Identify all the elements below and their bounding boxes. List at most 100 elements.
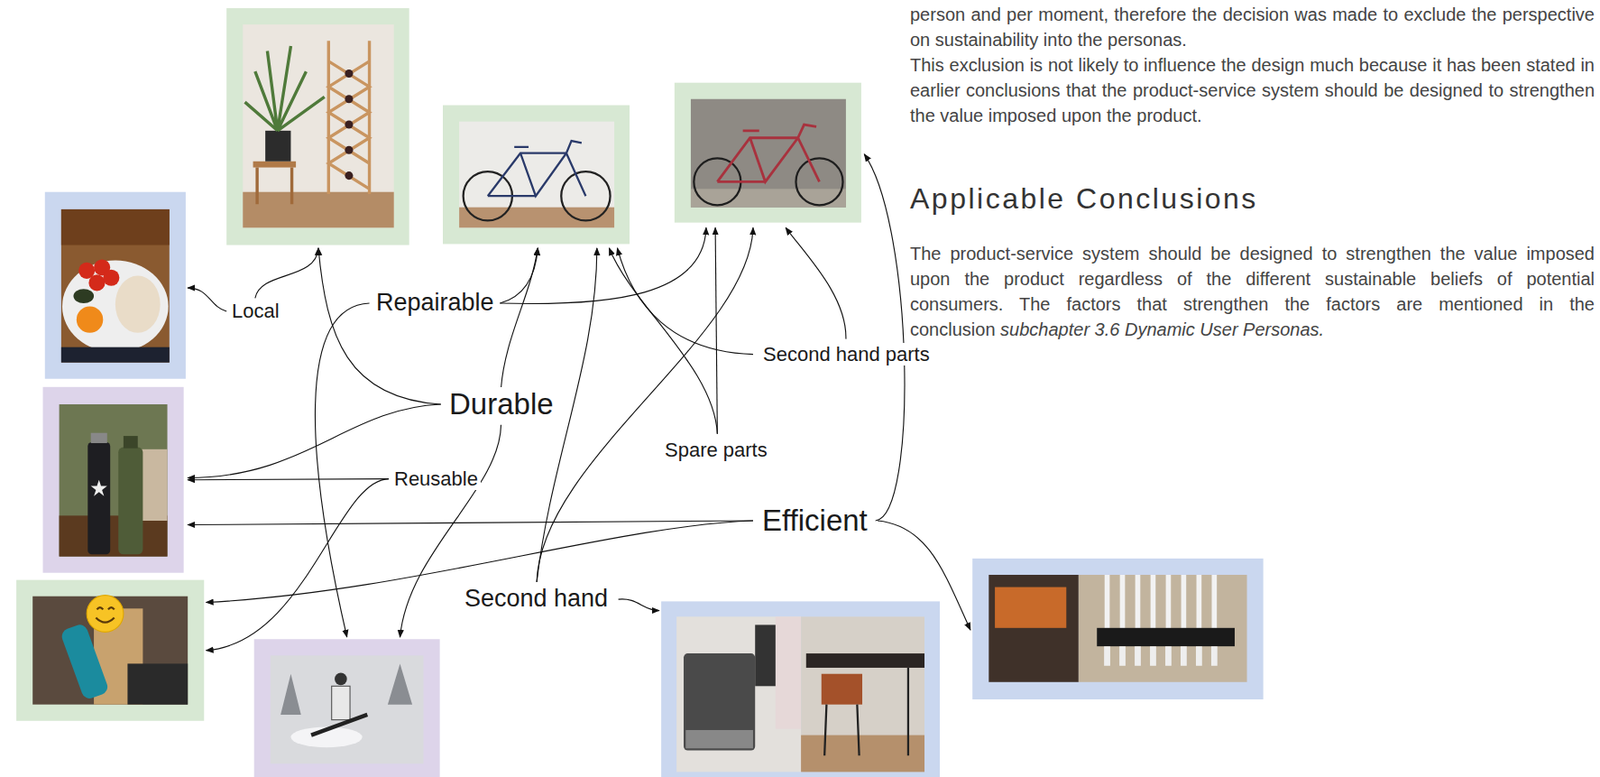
- section-heading: Applicable Conclusions: [910, 181, 1259, 216]
- plant-photo-part: [257, 167, 292, 205]
- leader-arrow: [536, 227, 754, 582]
- snowboard-photo: [254, 638, 441, 777]
- concept-label: Second hand: [461, 584, 611, 613]
- leader-arrow: [864, 154, 905, 521]
- fruit-photo-part: [61, 209, 170, 246]
- body-paragraph: This exclusion is not likely to influenc…: [910, 52, 1595, 129]
- fruit-photo-part: [115, 275, 161, 332]
- racing-bike-photo: [674, 82, 862, 223]
- coffee-table-photo-part: [775, 616, 801, 728]
- coffee-table-photo-part: [676, 616, 801, 772]
- person-bottle-photo: [16, 579, 204, 721]
- plant-photo-part: [344, 120, 353, 129]
- bottles-photo-part: [59, 514, 168, 556]
- leader-arrow: [187, 478, 389, 480]
- concept-label: Repairable: [373, 288, 497, 317]
- bike-photo-part: [459, 207, 615, 229]
- fruit-photo-part: [62, 260, 169, 353]
- bottles-photo-part: [118, 447, 143, 555]
- coffee-table-photo-part: [824, 667, 909, 755]
- conclusion-paragraph: The product-service system should be des…: [910, 240, 1595, 342]
- plant-photo-part: [242, 192, 394, 229]
- person-bottle-photo-part: [86, 595, 124, 633]
- boiler-photo-part: [1096, 627, 1235, 646]
- leader-arrow: [314, 303, 369, 637]
- fruit-photo: [45, 192, 186, 379]
- plant-photo: [226, 8, 410, 245]
- coffee-table-photo-part: [685, 729, 754, 748]
- coffee-table-photo: [661, 600, 940, 777]
- boiler-photo-part: [1078, 574, 1248, 682]
- leader-arrow: [318, 248, 442, 405]
- person-bottle-photo-part: [59, 622, 111, 701]
- bike-photo-part: [487, 140, 587, 196]
- plant-photo-part: [226, 8, 410, 245]
- fruit-photo-part: [61, 347, 170, 363]
- leader-arrow: [499, 227, 707, 304]
- plant-photo-part: [253, 161, 297, 168]
- bottles-photo-part: [87, 441, 111, 554]
- fruit-photo-part: [73, 288, 94, 304]
- leader-arrow: [785, 227, 846, 339]
- leader-arrow: [255, 248, 319, 298]
- plant-photo-part: [344, 171, 353, 180]
- coffee-table-photo-part: [683, 652, 755, 750]
- leader-arrow: [206, 478, 390, 651]
- boiler-photo-part: [972, 558, 1263, 699]
- bike-photo-part: [459, 121, 615, 229]
- fruit-photo-part: [45, 192, 186, 379]
- chapter-reference: subchapter 3.6 Dynamic User Personas.: [1000, 319, 1325, 340]
- bottles-photo-part: [43, 386, 184, 573]
- concept-label: Reusable: [391, 467, 481, 490]
- coffee-table-photo-part: [661, 600, 940, 777]
- fruit-photo-part: [88, 274, 105, 291]
- person-bottle-photo-part: [95, 606, 114, 622]
- snowboard-photo-part: [334, 672, 348, 686]
- leader-arrow: [501, 248, 539, 388]
- bottles-photo-part: [91, 432, 108, 443]
- leader-arrow: [608, 248, 718, 434]
- bike-photo-part: [442, 105, 630, 245]
- boiler-photo-part: [988, 574, 1079, 682]
- boiler-photo-part: [994, 587, 1067, 628]
- racing-bike-photo-part: [795, 157, 843, 205]
- boiler-photo: [972, 558, 1263, 699]
- leader-arrow: [715, 227, 718, 434]
- bottles-photo-part: [123, 435, 138, 449]
- leader-arrow: [616, 248, 753, 355]
- leader-arrow: [877, 520, 971, 630]
- coffee-table-photo-part: [806, 652, 925, 668]
- concept-label: Local: [229, 299, 283, 322]
- plant-photo-part: [245, 45, 325, 131]
- snowboard-photo-part: [311, 714, 368, 736]
- plant-photo-part: [328, 40, 369, 194]
- bottles-photo-part: [59, 404, 168, 557]
- concept-label: Efficient: [759, 503, 871, 538]
- racing-bike-photo-part: [690, 99, 846, 208]
- coffee-table-photo-part: [800, 616, 925, 772]
- plant-photo-part: [265, 130, 291, 162]
- body-paragraph: person and per moment, therefore the dec…: [910, 1, 1595, 53]
- fruit-photo-part: [61, 209, 170, 363]
- bottles-photo: [43, 386, 184, 573]
- leader-arrow: [618, 598, 660, 611]
- fruit-photo-part: [76, 305, 103, 332]
- concept-label: Durable: [446, 386, 557, 422]
- snowboard-photo-part: [254, 638, 441, 777]
- concept-label: Spare parts: [662, 438, 771, 461]
- plant-photo-part: [344, 69, 353, 78]
- leader-arrows: [187, 154, 971, 651]
- snowboard-photo-part: [331, 685, 350, 719]
- plant-photo-part: [242, 24, 394, 228]
- racing-bike-photo-part: [674, 82, 862, 223]
- coffee-table-photo-part: [821, 673, 863, 705]
- leader-arrow: [187, 287, 227, 312]
- leader-arrow: [187, 520, 754, 525]
- person-bottle-photo-part: [127, 662, 188, 704]
- concept-label: Second hand parts: [760, 342, 933, 366]
- person-bottle-photo-part: [16, 579, 204, 721]
- boiler-photo-part: [1107, 574, 1215, 631]
- racing-bike-photo-part: [717, 124, 819, 182]
